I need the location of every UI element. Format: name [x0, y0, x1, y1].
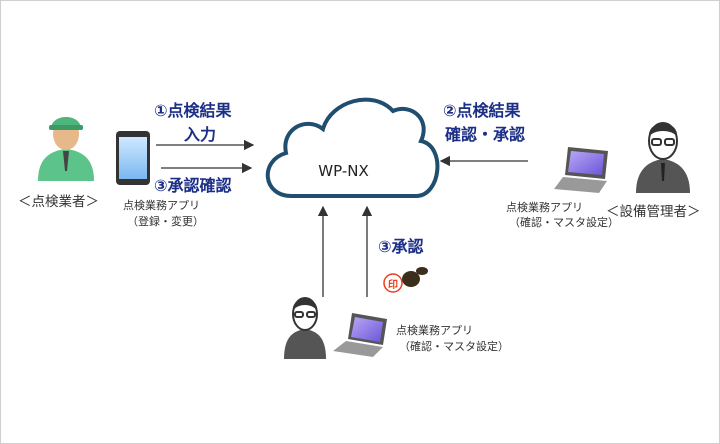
- cloud-label: WP-NX: [318, 162, 369, 180]
- step1-label-line2: 入力: [184, 125, 217, 144]
- cloud-icon: [265, 97, 440, 198]
- step2-label: ②点検結果: [443, 101, 521, 120]
- laptop-icon: [333, 313, 387, 357]
- step3-approve-label: ③承認: [378, 237, 424, 256]
- manager-app-name: 点検業務アプリ: [506, 201, 583, 214]
- step3-confirm-label: ③承認確認: [154, 176, 232, 195]
- laptop-icon: [554, 147, 608, 193]
- worker-icon: [38, 117, 94, 181]
- step2-label-line2: 確認・承認: [445, 125, 526, 144]
- stamp-mark: 印: [388, 280, 398, 291]
- manager-icon: [636, 122, 690, 193]
- manager-app-mode: （確認・マスタ設定）: [509, 216, 619, 229]
- seal-stamp-icon: [383, 267, 428, 293]
- manager-role: ＜設備管理者＞: [606, 204, 701, 220]
- inspector-app-mode: （登録・変更）: [127, 215, 204, 228]
- step1-label: ①点検結果: [154, 101, 232, 120]
- approver-icon: [284, 297, 326, 359]
- tablet-icon: [116, 131, 150, 185]
- inspector-app-name: 点検業務アプリ: [123, 199, 200, 212]
- approver-app-name: 点検業務アプリ: [396, 324, 473, 337]
- inspector-role: ＜点検業者＞: [18, 194, 99, 210]
- approver-app-mode: （確認・マスタ設定）: [399, 340, 509, 353]
